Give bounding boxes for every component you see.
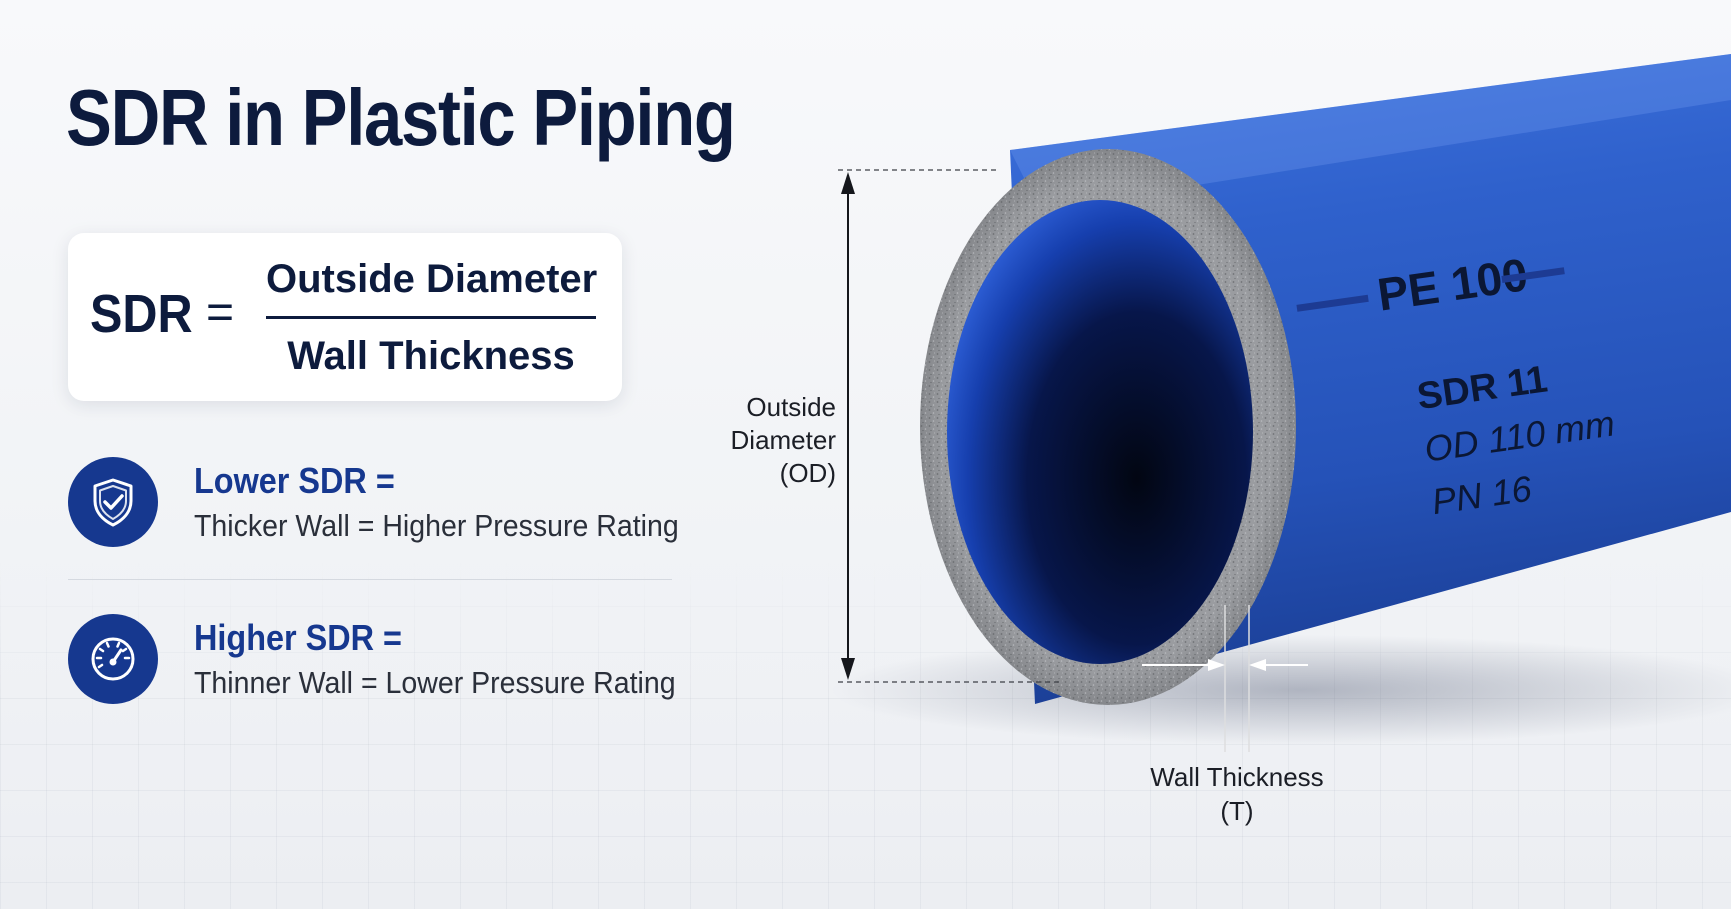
pipe-highlight: [1010, 54, 1731, 210]
od-label-line-2: Diameter: [731, 425, 837, 455]
od-arrow-bottom: [841, 658, 855, 680]
od-label-line-1: Outside: [746, 392, 836, 422]
od-label-line-3: (OD): [780, 458, 836, 488]
fraction-bar: [266, 316, 596, 319]
wall-label-line-1: Wall Thickness: [1150, 762, 1323, 792]
rule-higher-heading: Higher SDR =: [194, 617, 402, 658]
wall-label-line-2: (T): [1220, 796, 1253, 826]
od-arrow-top: [841, 172, 855, 194]
gauge-icon: [68, 614, 158, 704]
pipe-shadow: [830, 635, 1731, 745]
pipe-bore: [947, 200, 1253, 664]
shield-check-icon: [68, 457, 158, 547]
wall-arrow-left: [1208, 659, 1225, 671]
page-title: SDR in Plastic Piping: [66, 73, 736, 162]
formula-denominator: Wall Thickness: [287, 334, 575, 378]
rule-lower-heading: Lower SDR =: [194, 460, 395, 501]
marking-line-right: [1501, 267, 1565, 283]
rules-divider: [68, 579, 672, 580]
formula-numerator: Outside Diameter: [266, 257, 598, 301]
rule-lower-description: Thicker Wall = Higher Pressure Rating: [194, 508, 679, 543]
marking-line-left: [1296, 294, 1369, 312]
formula-lhs: SDR: [90, 284, 193, 344]
rule-higher-sdr: Higher SDR = Thinner Wall = Lower Pressu…: [68, 614, 678, 704]
wall-arrow-right: [1249, 659, 1266, 671]
sdr-formula-card: SDR = Outside Diameter Wall Thickness: [68, 233, 622, 401]
formula-equals: =: [206, 286, 235, 339]
rule-higher-description: Thinner Wall = Lower Pressure Rating: [194, 665, 676, 700]
rule-lower-sdr: Lower SDR = Thicker Wall = Higher Pressu…: [68, 457, 679, 547]
